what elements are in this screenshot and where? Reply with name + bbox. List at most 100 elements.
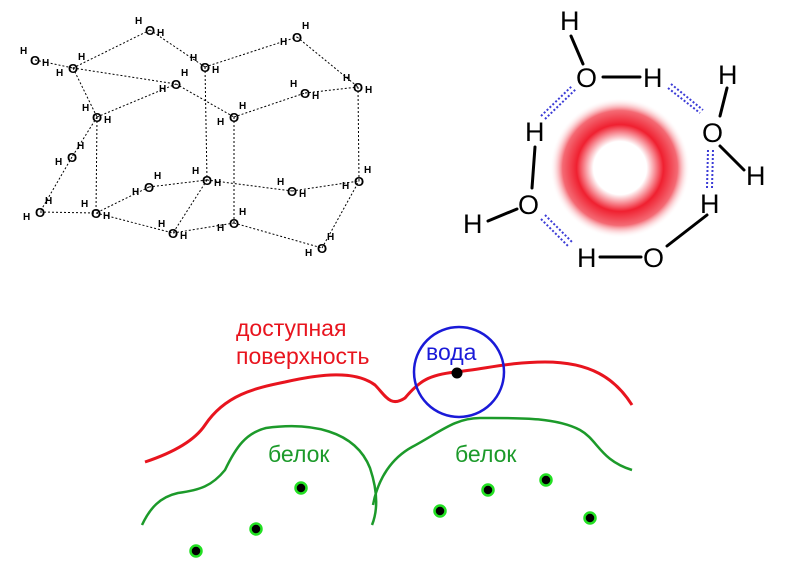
- ice-hbond: [321, 180, 360, 249]
- protein-atom-dot: [189, 544, 203, 558]
- ice-hbond: [296, 36, 359, 88]
- ring-h5: H: [525, 117, 545, 147]
- ring-o4: O: [643, 243, 664, 273]
- ice-oxygen: O: [300, 86, 310, 101]
- water-label: вода: [426, 339, 477, 365]
- ice-hydrogen: H: [312, 91, 319, 102]
- ice-hydrogen: H: [180, 231, 187, 242]
- ice-hbond: [204, 36, 298, 68]
- ice-hydrogen: H: [217, 223, 224, 234]
- ring-h3: H: [718, 60, 738, 90]
- protein-atom-dot: [481, 483, 495, 497]
- protein-atom-dot: [294, 481, 308, 495]
- ice-hbond: [95, 116, 98, 214]
- surface-label-line2: поверхность: [236, 343, 370, 369]
- ice-hydrogen: H: [82, 103, 89, 114]
- ice-hbond: [72, 67, 98, 118]
- surface-label-line1: доступная: [236, 315, 346, 341]
- ice-hydrogen: H: [239, 207, 246, 218]
- ice-oxygen: O: [200, 60, 210, 75]
- ring-h7: H: [700, 189, 720, 219]
- ice-hydrogen: H: [77, 141, 84, 152]
- ice-oxygen: O: [67, 150, 77, 165]
- ice-hydrogen: H: [23, 212, 30, 223]
- ice-oxygen: O: [92, 110, 102, 125]
- ice-hydrogen: H: [103, 211, 110, 222]
- ring-o3: O: [518, 190, 539, 220]
- ice-oxygen: O: [229, 216, 239, 231]
- covalent-bonds: [486, 34, 746, 259]
- ring-h6: H: [463, 209, 483, 239]
- ice-hydrogen: H: [327, 232, 334, 243]
- ice-hydrogen: H: [365, 85, 372, 96]
- ice-hbond: [175, 83, 235, 118]
- ice-hydrogen: H: [81, 199, 88, 210]
- ice-hydrogen: H: [55, 157, 62, 168]
- protein-atom-dot: [433, 504, 447, 518]
- ice-hydrogen: H: [239, 101, 246, 112]
- ring-h4: H: [746, 161, 766, 191]
- ice-hydrogen: H: [78, 52, 85, 63]
- water-ring: H O H H O H H O H H H O: [463, 6, 766, 273]
- ice-hbond: [304, 86, 359, 94]
- ice-hydrogen: H: [20, 46, 27, 57]
- ice-hydrogen: H: [342, 181, 349, 192]
- ice-hydrogen: H: [299, 189, 306, 200]
- ice-oxygen: O: [354, 174, 364, 189]
- ice-hydrogen: H: [343, 73, 350, 84]
- ice-hydrogen: H: [302, 21, 309, 32]
- ring-h1: H: [560, 6, 580, 36]
- ice-oxygen: O: [144, 180, 154, 195]
- accessible-surface-curve: [144, 360, 634, 464]
- ice-hydrogen: H: [56, 68, 63, 79]
- ice-oxygen: O: [30, 53, 40, 68]
- ice-oxygen: O: [35, 205, 45, 220]
- ice-hydrogen: H: [135, 16, 142, 27]
- ice-hydrogen: H: [290, 79, 297, 90]
- ice-hbond: [95, 186, 150, 214]
- protein-atom-dot: [583, 511, 597, 525]
- ice-oxygen: O: [202, 173, 212, 188]
- ice-oxygen: O: [91, 206, 101, 221]
- ice-hbond: [39, 156, 73, 213]
- ice-hbond: [172, 179, 208, 234]
- ice-hydrogen: H: [158, 219, 165, 230]
- ice-oxygen: O: [353, 80, 363, 95]
- ice-hbond: [233, 222, 323, 249]
- ice-hydrogen: H: [132, 187, 139, 198]
- ring-h8: H: [577, 243, 597, 273]
- ice-hydrogen: H: [217, 117, 224, 128]
- ice-hydrogen: H: [277, 177, 284, 188]
- ice-hydrogen: H: [192, 166, 199, 177]
- ice-oxygen: O: [68, 61, 78, 76]
- ice-hydrogen: H: [305, 248, 312, 259]
- ice-hydrogen: H: [181, 68, 188, 79]
- ice-hbond: [357, 86, 360, 182]
- ice-oxygen: O: [145, 23, 155, 38]
- ice-oxygen: O: [171, 77, 181, 92]
- water-probe-center: [451, 367, 463, 379]
- ice-hbond: [34, 59, 74, 69]
- protein-label-right: белок: [455, 441, 517, 467]
- ice-hydrogen: H: [212, 65, 219, 76]
- ice-hbond: [291, 180, 360, 192]
- ice-hbond: [233, 92, 306, 118]
- ice-hydrogen: H: [364, 165, 371, 176]
- ice-hydrogen: H: [280, 37, 287, 48]
- ice-hydrogen: H: [190, 53, 197, 64]
- ice-oxygen: O: [229, 110, 239, 125]
- ice-hbond: [39, 211, 97, 214]
- ice-oxygen: O: [292, 30, 302, 45]
- protein-atoms: [189, 473, 597, 558]
- ice-hydrogen: H: [42, 58, 49, 69]
- ice-hydrogen: H: [214, 178, 221, 189]
- ice-hydrogen: H: [45, 196, 52, 207]
- ring-glow: [550, 98, 690, 238]
- ring-h2: H: [643, 63, 663, 93]
- ring-o2: O: [702, 118, 723, 148]
- protein-surface: доступная поверхность вода белок белок: [140, 315, 634, 558]
- protein-label-left: белок: [268, 441, 330, 467]
- ice-oxygen: O: [168, 226, 178, 241]
